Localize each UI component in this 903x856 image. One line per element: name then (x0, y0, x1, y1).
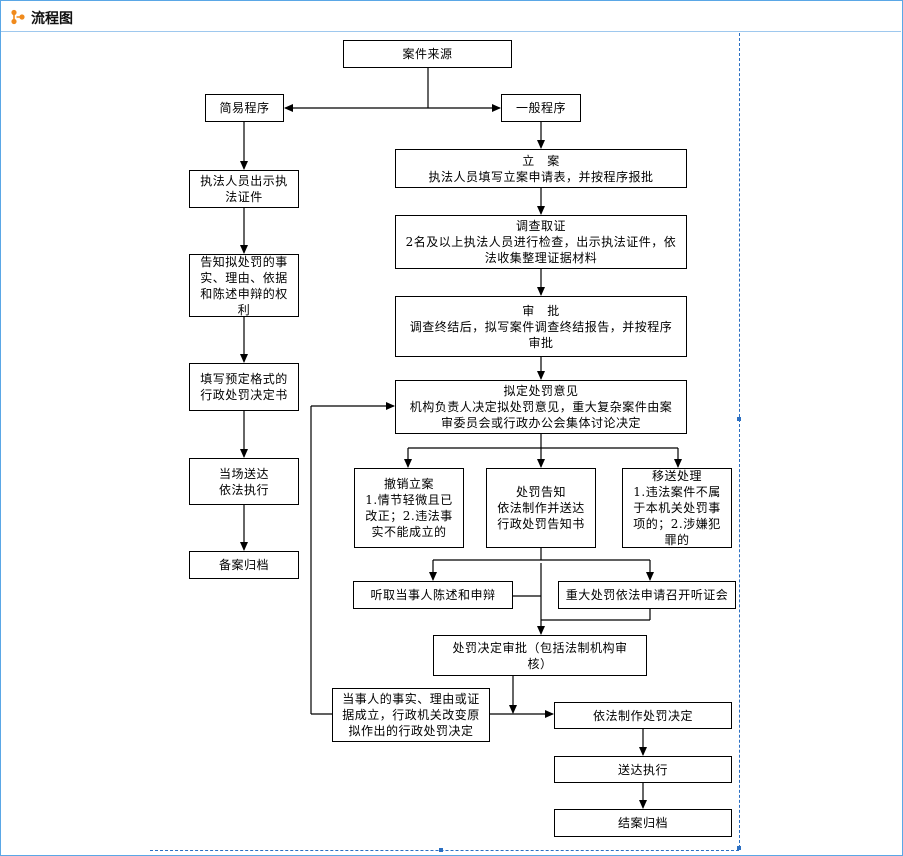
node-text-line: 法证件 (225, 190, 263, 204)
node-text-line: 重大处罚依法申请召开听证会 (565, 588, 729, 602)
node-text-line: 实不能成立的 (371, 525, 447, 539)
node-inform-rights: 告知拟处罚的事实、理由、依据和陈述申辩的权利 (189, 254, 299, 317)
node-text-line: 审 批 (522, 303, 560, 318)
node-text-line: 调查取证 (515, 219, 566, 233)
node-text-line: 一般程序 (515, 101, 566, 115)
node-text-line: 执法人员出示执 (200, 174, 288, 188)
node-hear-statement: 听取当事人陈述和申辩 (353, 581, 513, 609)
node-text-line: 简易程序 (219, 101, 270, 115)
node-text-line: 处罚决定审批（包括法制机构审 (452, 640, 628, 655)
node-deliver-execute: 送达执行 (554, 756, 732, 783)
node-text-line: 备案归档 (218, 558, 269, 572)
node-text-line: 案件来源 (402, 47, 453, 61)
node-text-line: 审批 (528, 335, 554, 350)
node-text-line: 1.违法案件不属 (633, 485, 721, 499)
node-text-line: 利 (237, 302, 251, 317)
node-text-line: 填写预定格式的 (200, 372, 288, 386)
page-boundary-right (739, 33, 740, 848)
node-general-procedure: 一般程序 (501, 94, 581, 122)
node-text-line: 审委员会或行政办公会集体讨论决定 (440, 416, 641, 430)
node-deliver-on-spot: 当场送达依法执行 (189, 458, 299, 505)
node-text-line: 当场送达 (218, 466, 269, 481)
node-text-line: 依法制作并送达 (497, 501, 585, 515)
node-investigation: 调查取证 2名及以上执法人员进行检查，出示执法证件，依法收集整理证据材料 (395, 215, 687, 269)
node-text-line: 改正；2.违法事 (365, 509, 453, 523)
node-draft-penalty: 拟定处罚意见机构负责人决定拟处罚意见，重大复杂案件由案审委员会或行政办公会集体讨… (395, 380, 687, 434)
node-fill-decision: 填写预定格式的行政处罚决定书 (189, 363, 299, 411)
node-text-line: 法收集整理证据材料 (484, 251, 598, 265)
resize-handle[interactable] (737, 417, 741, 421)
node-text-line: 行政处罚决定书 (200, 388, 288, 402)
node-revoke-filing: 撤销立案 1.情节轻微且已改正；2.违法事实不能成立的 (354, 468, 464, 548)
node-text-line: 机构负责人决定拟处罚意见，重大复杂案件由案 (409, 400, 673, 414)
node-show-certificate: 执法人员出示执法证件 (189, 170, 299, 208)
node-text-line: 2名及以上执法人员进行检查，出示执法证件，依 (405, 235, 677, 249)
page-title: 流程图 (31, 11, 73, 27)
node-text-line: 拟作出的行政处罚决定 (348, 724, 474, 738)
node-approval: 审 批调查终结后，拟写案件调查终结报告，并按程序审批 (395, 296, 687, 357)
node-text-line: 听取当事人陈述和申辩 (370, 588, 496, 602)
node-simple-procedure: 简易程序 (205, 94, 284, 122)
node-text-line: 撤销立案 (383, 477, 434, 491)
page-boundary-bottom (150, 850, 739, 851)
node-decision-approval: 处罚决定审批（包括法制机构审核） (433, 635, 647, 676)
node-text-line: 调查终结后，拟写案件调查终结报告，并按程序 (409, 319, 673, 334)
node-text-line: 依法制作处罚决定 (592, 708, 693, 723)
node-text-line: 结案归档 (617, 816, 668, 830)
resize-handle[interactable] (737, 846, 741, 850)
node-text-line: 据成立，行政机关改变原 (342, 708, 480, 722)
node-text-line: 核） (527, 656, 553, 671)
node-text-line: 于本机关处罚事 (633, 501, 721, 515)
node-filing: 立 案执法人员填写立案申请表，并按程序报批 (395, 149, 687, 188)
node-text-line: 罪的 (664, 533, 690, 547)
node-text-line: 和陈述申辩的权 (200, 286, 288, 301)
node-text-line: 行政处罚告知书 (497, 517, 585, 531)
node-file-record: 备案归档 (189, 551, 299, 579)
node-text-line: 送达执行 (617, 762, 668, 777)
node-text-line: 依法执行 (218, 482, 269, 497)
node-text-line: 实、理由、依据 (200, 270, 288, 285)
node-make-decision: 依法制作处罚决定 (554, 702, 732, 729)
node-transfer: 移送处理 1.违法案件不属于本机关处罚事项的；2.涉嫌犯罪的 (622, 468, 732, 548)
node-change-decision: 当事人的事实、理由或证据成立，行政机关改变原拟作出的行政处罚决定 (332, 688, 490, 742)
node-text-line: 立 案 (522, 153, 560, 168)
node-text-line: 执法人员填写立案申请表，并按程序报批 (428, 169, 654, 184)
window-header: 流程图 (1, 1, 901, 32)
node-text-line: 项的；2.涉嫌犯 (633, 517, 721, 531)
node-text-line: 1.情节轻微且已 (365, 493, 453, 507)
resize-handle[interactable] (439, 848, 443, 852)
flowchart-icon (11, 9, 25, 25)
node-text-line: 告知拟处罚的事 (200, 254, 288, 269)
node-source: 案件来源 (343, 40, 512, 68)
node-penalty-notice: 处罚告知依法制作并送达行政处罚告知书 (486, 468, 596, 548)
node-text-line: 拟定处罚意见 (503, 384, 579, 398)
node-text-line: 移送处理 (651, 469, 702, 483)
node-hearing: 重大处罚依法申请召开听证会 (558, 581, 736, 609)
node-close-case: 结案归档 (554, 809, 732, 837)
node-text-line: 处罚告知 (515, 485, 566, 499)
node-text-line: 当事人的事实、理由或证 (342, 692, 480, 706)
